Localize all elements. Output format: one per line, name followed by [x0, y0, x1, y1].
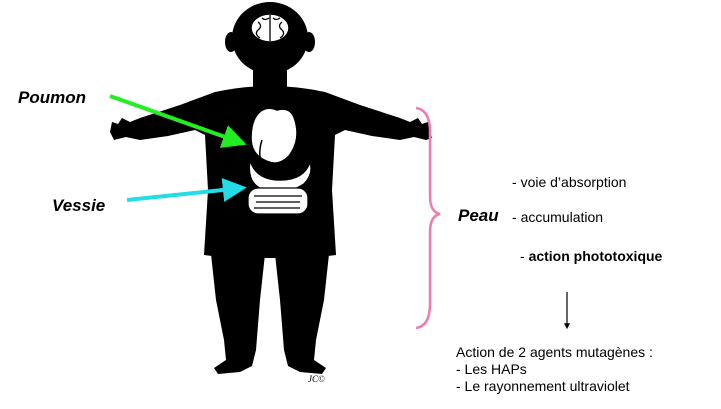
brain-icon — [251, 14, 289, 42]
result-item: - Le rayonnement ultraviolet — [456, 378, 653, 395]
result-heading: Action de 2 agents mutagènes : — [456, 344, 653, 361]
route-text: voie d’absorption — [521, 174, 627, 190]
vessie-label: Vessie — [52, 196, 105, 216]
skin-brace — [416, 108, 440, 328]
peau-label: Peau — [458, 206, 499, 226]
route-item-phototoxic: - action phototoxique — [520, 248, 662, 264]
route-bullet: - — [520, 248, 529, 264]
result-item: - Les HAPs — [456, 361, 653, 378]
artist-signature: JC© — [308, 374, 325, 384]
route-bullet: - — [512, 209, 521, 225]
route-text: accumulation — [521, 209, 604, 225]
route-bullet: - — [512, 174, 521, 190]
poumon-label: Poumon — [18, 88, 86, 108]
route-item-accumulation: - accumulation — [512, 209, 603, 225]
route-item-absorption: - voie d’absorption — [512, 174, 626, 190]
result-block: Action de 2 agents mutagènes : - Les HAP… — [456, 344, 653, 395]
route-text: action phototoxique — [529, 248, 663, 264]
